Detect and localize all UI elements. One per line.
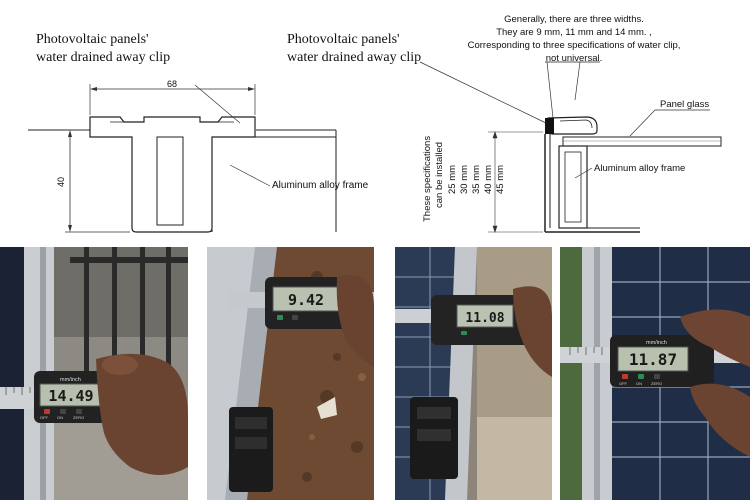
caliper-reading: 14.49	[48, 387, 93, 405]
note-line2: They are 9 mm, 11 mm and 14 mm. ,	[496, 27, 652, 38]
spec-size-35: 35 mm	[471, 165, 482, 194]
height-dimension: 40	[56, 177, 66, 187]
caliper-reading-2: 9.42	[288, 291, 324, 309]
btn-zero-label: ZERO	[73, 415, 84, 420]
btn-off-label: OFF	[40, 415, 49, 420]
caliper-brand-4: mm/inch	[646, 340, 667, 346]
right-frame-label: Aluminum alloy frame	[594, 163, 685, 174]
btn-off-label-4: OFF	[619, 381, 628, 386]
left-frame-label: Aluminum alloy frame	[272, 180, 369, 191]
spec-size-25: 25 mm	[447, 165, 458, 194]
caliper-brand: mm/inch	[60, 377, 81, 383]
caliper-reading-3: 11.08	[465, 311, 504, 326]
width-dimension: 68	[167, 79, 177, 89]
note-line1: Generally, there are three widths.	[504, 14, 644, 25]
left-title-line2: water drained away clip	[36, 50, 170, 65]
left-clip-drawing: Photovoltaic panels' water drained away …	[28, 32, 369, 233]
caliper-reading-4: 11.87	[629, 350, 677, 369]
note-line4: not universal.	[546, 53, 603, 64]
right-section-drawing: Photovoltaic panels' water drained away …	[287, 14, 722, 233]
left-title-line1: Photovoltaic panels'	[36, 32, 149, 47]
right-title-line2: water drained away clip	[287, 50, 421, 65]
btn-on-label: ON	[57, 415, 63, 420]
photo-measurement-1: mm/inch 14.49 OFF ON ZERO	[0, 247, 188, 500]
btn-on-label-4: ON	[636, 381, 642, 386]
spec-line1: These specifications	[422, 136, 433, 222]
right-title-line1: Photovoltaic panels'	[287, 32, 400, 47]
spec-size-45: 45 mm	[495, 165, 506, 194]
spec-line2: can be installed	[434, 142, 445, 208]
photo-measurement-2: 9.42	[207, 247, 374, 500]
photo-measurement-4: mm/inch 11.87 OFF ON ZERO	[560, 247, 750, 500]
technical-drawing: Photovoltaic panels' water drained away …	[28, 14, 722, 233]
photo-measurement-3: 11.08	[395, 247, 552, 500]
spec-size-30: 30 mm	[459, 165, 470, 194]
note-line3: Corresponding to three specifications of…	[468, 40, 681, 51]
glass-label: Panel glass	[660, 99, 709, 110]
spec-size-40: 40 mm	[483, 165, 494, 194]
btn-zero-label-4: ZERO	[651, 381, 662, 386]
